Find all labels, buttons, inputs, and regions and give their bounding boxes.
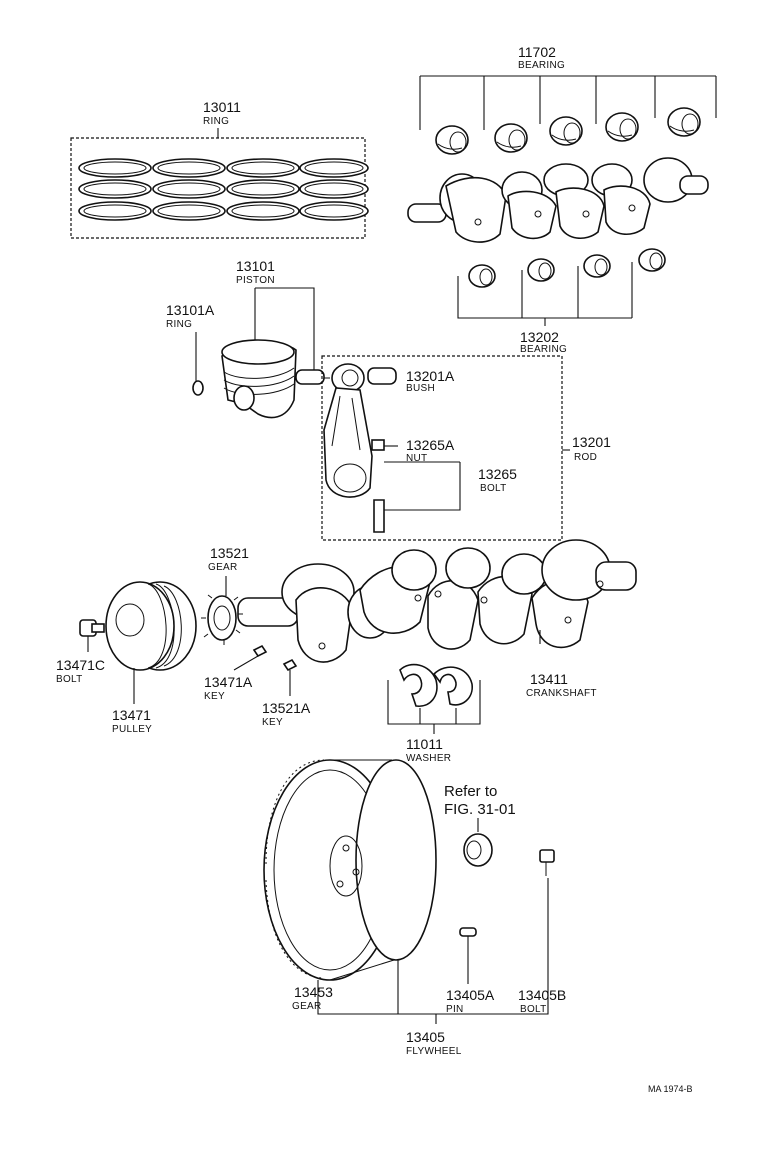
callout-name-pin: PIN <box>446 1004 464 1015</box>
rod-bearing-shells <box>468 248 666 288</box>
figure-code: MA 1974-B <box>648 1084 693 1094</box>
callout-number-13521: 13521 <box>210 545 249 561</box>
callout-number-13453: 13453 <box>294 984 333 1000</box>
callout-name-flywheel-bolt: BOLT <box>520 1004 547 1015</box>
keys-illustration <box>252 644 298 672</box>
callout-name-pulley: PULLEY <box>112 724 152 735</box>
callout-number-13202: 13202 <box>520 329 559 345</box>
callout-number-13521a: 13521A <box>262 700 311 716</box>
rod-bearing-shell <box>468 264 496 288</box>
main-bearing-shell <box>667 107 701 137</box>
main-bearing-shell <box>549 116 583 146</box>
ring-set <box>152 158 226 221</box>
rod-assembly-callout: 13201A BUSH 13265A NUT 13265 BOLT 13201 … <box>321 355 611 541</box>
callout-name-bearing-rod: BEARING <box>520 344 567 355</box>
callout-name-bearing-main: BEARING <box>518 60 565 71</box>
ring-set-callout: 13011 RING <box>70 99 366 239</box>
callout-number-13011: 13011 <box>203 99 241 115</box>
callout-number-13201a: 13201A <box>406 368 455 384</box>
crankshaft-illustration <box>237 539 637 663</box>
crank-gear-illustration <box>201 594 243 645</box>
thrust-washers-illustration <box>399 663 473 707</box>
callout-name-key-pulley: KEY <box>204 691 225 702</box>
callout-number-13405a: 13405A <box>446 987 495 1003</box>
callout-number-11011: 11011 <box>406 736 443 752</box>
ring-set <box>226 158 300 221</box>
callout-number-13471a: 13471A <box>204 674 253 690</box>
crank-gear-callout: 13521 GEAR <box>208 545 249 596</box>
callout-number-13101a: 13101A <box>166 302 215 318</box>
callout-number-13411: 13411 <box>530 671 568 687</box>
callout-name-crankshaft: CRANKSHAFT <box>526 688 597 699</box>
callout-name-key-gear: KEY <box>262 717 283 728</box>
callout-name-bush: BUSH <box>406 383 435 394</box>
rod-bearing-shell <box>583 254 611 278</box>
callout-number-13265a: 13265A <box>406 437 455 453</box>
flywheel-callouts: 13453 GEAR 13405A PIN 13405B BOLT 13405 … <box>292 878 566 1057</box>
washer-callout: 11011 WASHER <box>387 680 481 764</box>
ring-set <box>78 158 152 221</box>
rod-bearing-callout: 13202 BEARING <box>457 262 633 355</box>
main-bearing-shell <box>494 123 528 153</box>
main-bearing-callout: 11702 BEARING <box>419 44 717 130</box>
rod-bearing-shell <box>638 248 666 272</box>
callout-number-13101: 13101 <box>236 258 275 274</box>
callout-number-13471c: 13471C <box>56 657 105 673</box>
callout-number-13471: 13471 <box>112 707 151 723</box>
callout-number-13405b: 13405B <box>518 987 566 1003</box>
main-bearing-shell <box>435 125 469 155</box>
callout-name-rod: ROD <box>574 452 597 463</box>
callout-number-13405: 13405 <box>406 1029 445 1045</box>
callout-number-11702: 11702 <box>518 44 556 60</box>
crankshaft-upper-illustration <box>407 157 709 243</box>
crankshaft-callout: 13411 CRANKSHAFT <box>526 630 597 699</box>
ring-set <box>299 158 369 221</box>
pulley-illustration <box>79 581 197 671</box>
piston-ring-sets <box>78 158 369 221</box>
callout-name-nut: NUT <box>406 453 427 464</box>
callout-name-piston-ring: RING <box>166 319 192 330</box>
main-bearing-shells <box>435 107 701 155</box>
callout-name-washer: WASHER <box>406 753 451 764</box>
callout-name-rod-bolt: BOLT <box>480 483 507 494</box>
callout-name-ring-set: RING <box>203 116 229 127</box>
flywheel-illustration <box>263 759 437 981</box>
connecting-rod-illustration <box>323 363 397 533</box>
callout-name-pulley-bolt: BOLT <box>56 674 83 685</box>
callout-name-gear-crank: GEAR <box>208 562 238 573</box>
rod-bearing-shell <box>527 258 555 282</box>
callout-name-piston: PISTON <box>236 275 275 286</box>
keys-callouts: 13471A KEY 13521A KEY <box>204 655 311 728</box>
callout-number-13201: 13201 <box>572 434 611 450</box>
callout-name-flywheel: FLYWHEEL <box>406 1046 462 1057</box>
callout-name-ring-gear: GEAR <box>292 1001 322 1012</box>
reference-line-1: Refer to <box>444 783 497 800</box>
callout-number-13265: 13265 <box>478 466 517 482</box>
piston-illustration <box>192 339 325 419</box>
main-bearing-shell <box>605 112 639 142</box>
pulley-callouts: 13471C BOLT 13471 PULLEY <box>56 636 152 735</box>
reference-line-2: FIG. 31-01 <box>444 801 516 818</box>
reference-note: Refer to FIG. 31-01 <box>444 783 516 867</box>
piston-callout: 13101 PISTON 13101A RING <box>166 258 330 384</box>
